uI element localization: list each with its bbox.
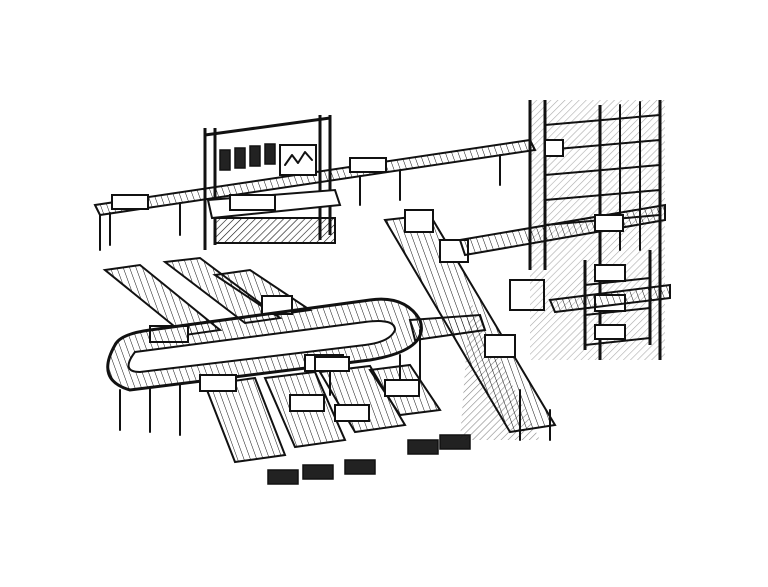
left-conveyors bbox=[102, 256, 313, 343]
monitor bbox=[279, 144, 317, 176]
shelf-bins bbox=[219, 143, 276, 171]
front-conveyors bbox=[199, 356, 442, 464]
storage-tower bbox=[458, 100, 671, 360]
packing-workstation bbox=[203, 115, 342, 250]
diagonal-conveyor bbox=[383, 209, 557, 441]
loop-conveyor bbox=[106, 297, 487, 436]
